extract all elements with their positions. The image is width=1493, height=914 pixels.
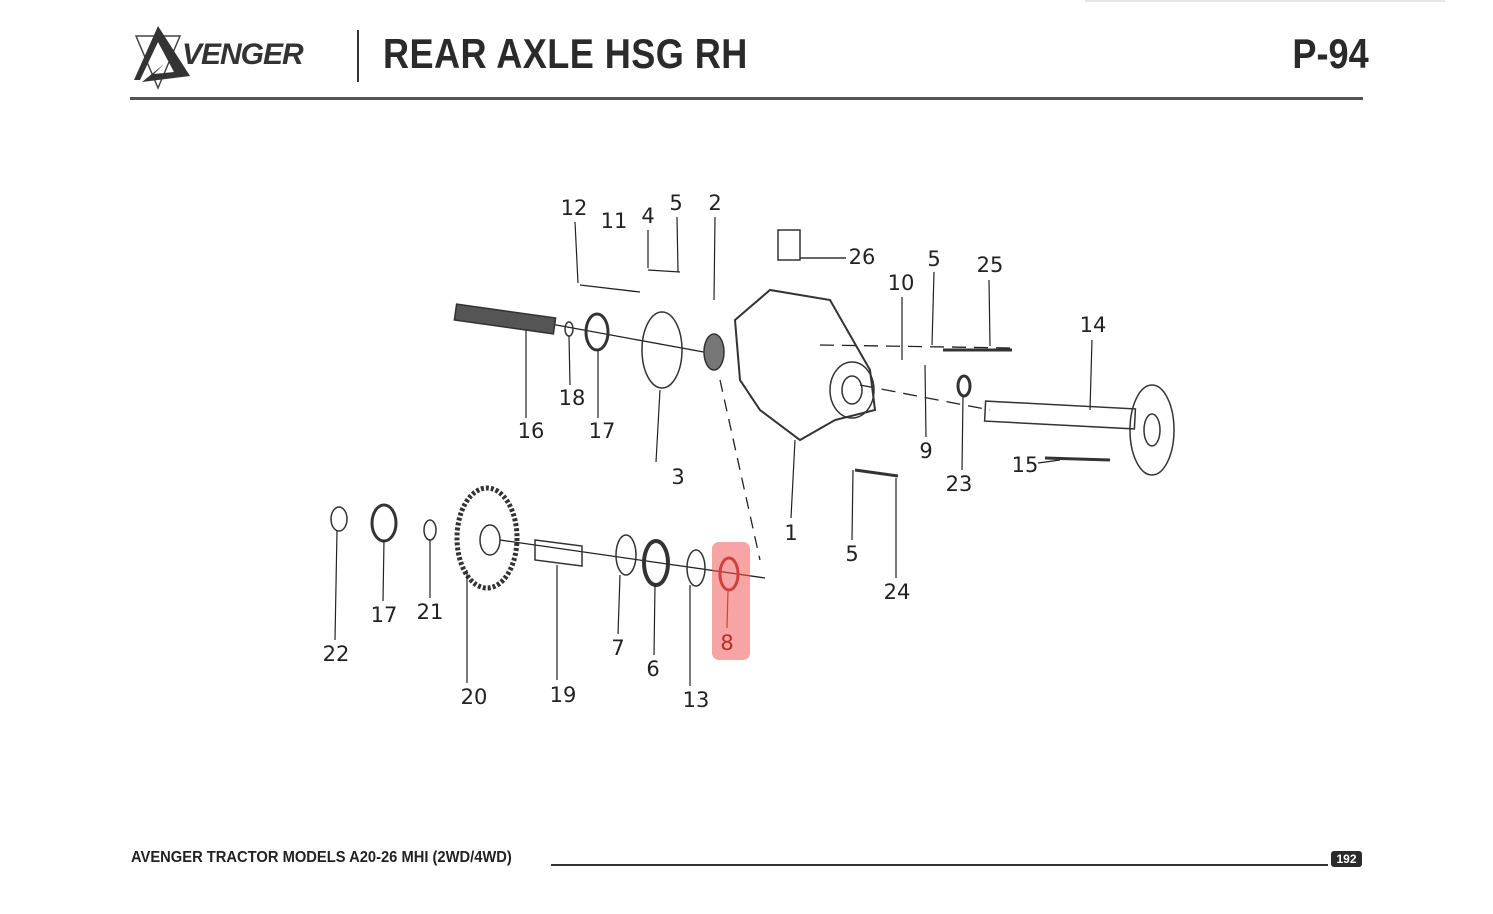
callout-25[interactable]: 25 xyxy=(976,253,1004,277)
callout-23[interactable]: 23 xyxy=(945,472,973,496)
footer-rule xyxy=(551,864,1328,866)
callout-13[interactable]: 13 xyxy=(682,688,710,712)
callout-18[interactable]: 18 xyxy=(558,386,586,410)
page-code: P-94 xyxy=(1292,30,1369,77)
header-rule xyxy=(130,97,1363,100)
callout-19[interactable]: 19 xyxy=(549,683,577,707)
callout-14[interactable]: 14 xyxy=(1079,313,1107,337)
callout-3[interactable]: 3 xyxy=(671,465,685,489)
page-number-badge: 192 xyxy=(1331,851,1362,867)
avenger-logo: VENGER xyxy=(134,26,305,90)
callout-12[interactable]: 12 xyxy=(560,196,588,220)
callout-20[interactable]: 20 xyxy=(460,685,488,709)
highlight-part-8[interactable] xyxy=(712,542,750,660)
callout-5[interactable]: 5 xyxy=(669,191,683,215)
callout-9[interactable]: 9 xyxy=(919,439,933,463)
top-edge-bar xyxy=(1085,0,1445,2)
callout-6[interactable]: 6 xyxy=(646,657,660,681)
part-20-gear xyxy=(454,485,520,591)
callout-22[interactable]: 22 xyxy=(322,642,350,666)
callout-5[interactable]: 5 xyxy=(927,247,941,271)
callout-24[interactable]: 24 xyxy=(883,580,911,604)
callout-11[interactable]: 11 xyxy=(600,209,628,233)
callout-15[interactable]: 15 xyxy=(1011,453,1039,477)
callout-17[interactable]: 17 xyxy=(370,603,398,627)
callout-1[interactable]: 1 xyxy=(784,521,798,545)
svg-text:VENGER: VENGER xyxy=(182,38,304,71)
part-19-sleeve xyxy=(534,539,583,567)
callout-26[interactable]: 26 xyxy=(848,245,876,269)
callout-4[interactable]: 4 xyxy=(641,204,655,228)
callout-2[interactable]: 2 xyxy=(708,191,722,215)
callout-5[interactable]: 5 xyxy=(845,542,859,566)
page-title: REAR AXLE HSG RH xyxy=(383,30,748,77)
callout-10[interactable]: 10 xyxy=(887,271,915,295)
callout-7[interactable]: 7 xyxy=(611,636,625,660)
callout-17[interactable]: 17 xyxy=(588,419,616,443)
part-1-housing xyxy=(733,288,877,442)
header-divider xyxy=(357,30,359,82)
callout-8[interactable]: 8 xyxy=(720,631,734,655)
footer-text: AVENGER TRACTOR MODELS A20-26 MHI (2WD/4… xyxy=(131,849,512,866)
part-16-shaft xyxy=(453,303,557,335)
part-14-axle xyxy=(983,400,1137,430)
callout-16[interactable]: 16 xyxy=(517,419,545,443)
callout-21[interactable]: 21 xyxy=(416,600,444,624)
